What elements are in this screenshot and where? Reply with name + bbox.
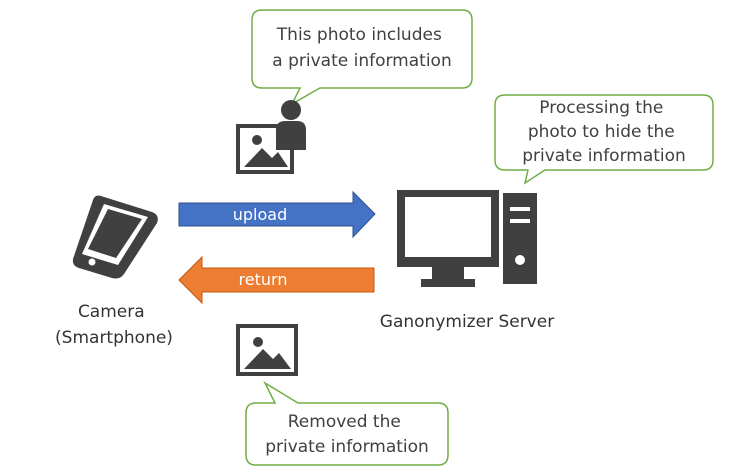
- photo-note-line-1: This photo includes: [276, 25, 442, 45]
- return-label: return: [239, 270, 288, 289]
- photo-with-person-icon: [236, 100, 306, 174]
- photo-note-bubble: This photo includes a private informatio…: [251, 9, 473, 106]
- server-note-bubble: Processing the photo to hide the private…: [494, 94, 714, 185]
- upload-arrow: upload: [178, 190, 376, 239]
- smartphone-icon: [72, 195, 158, 279]
- result-note-line-1: Removed the: [288, 412, 401, 432]
- server-label: Ganonymizer Server: [380, 312, 554, 332]
- server-note-line-1: Processing the: [539, 98, 663, 118]
- server-note-line-2: photo to hide the: [528, 122, 675, 142]
- return-arrow: return: [178, 255, 375, 305]
- svg-text:Camera (Smartphone): Camera (Smartphone): [55, 302, 173, 348]
- photo-icon: [236, 324, 298, 376]
- result-note-bubble: Removed the private information: [245, 381, 449, 466]
- result-note-line-2: private information: [265, 437, 429, 457]
- svg-text:Processing the photo to: Processing the photo to hide the private…: [522, 98, 686, 166]
- svg-text:This photo includes a pr: This photo includes a private informatio…: [272, 25, 451, 71]
- camera-label-line-2: (Smartphone): [55, 328, 173, 348]
- svg-text:Removed the private info: Removed the private information: [265, 412, 429, 457]
- server-note-line-3: private information: [522, 146, 686, 166]
- upload-label: upload: [233, 205, 288, 224]
- photo-note-line-2: a private information: [272, 51, 451, 71]
- camera-label-line-1: Camera: [78, 302, 145, 322]
- desktop-computer-icon: [397, 190, 537, 287]
